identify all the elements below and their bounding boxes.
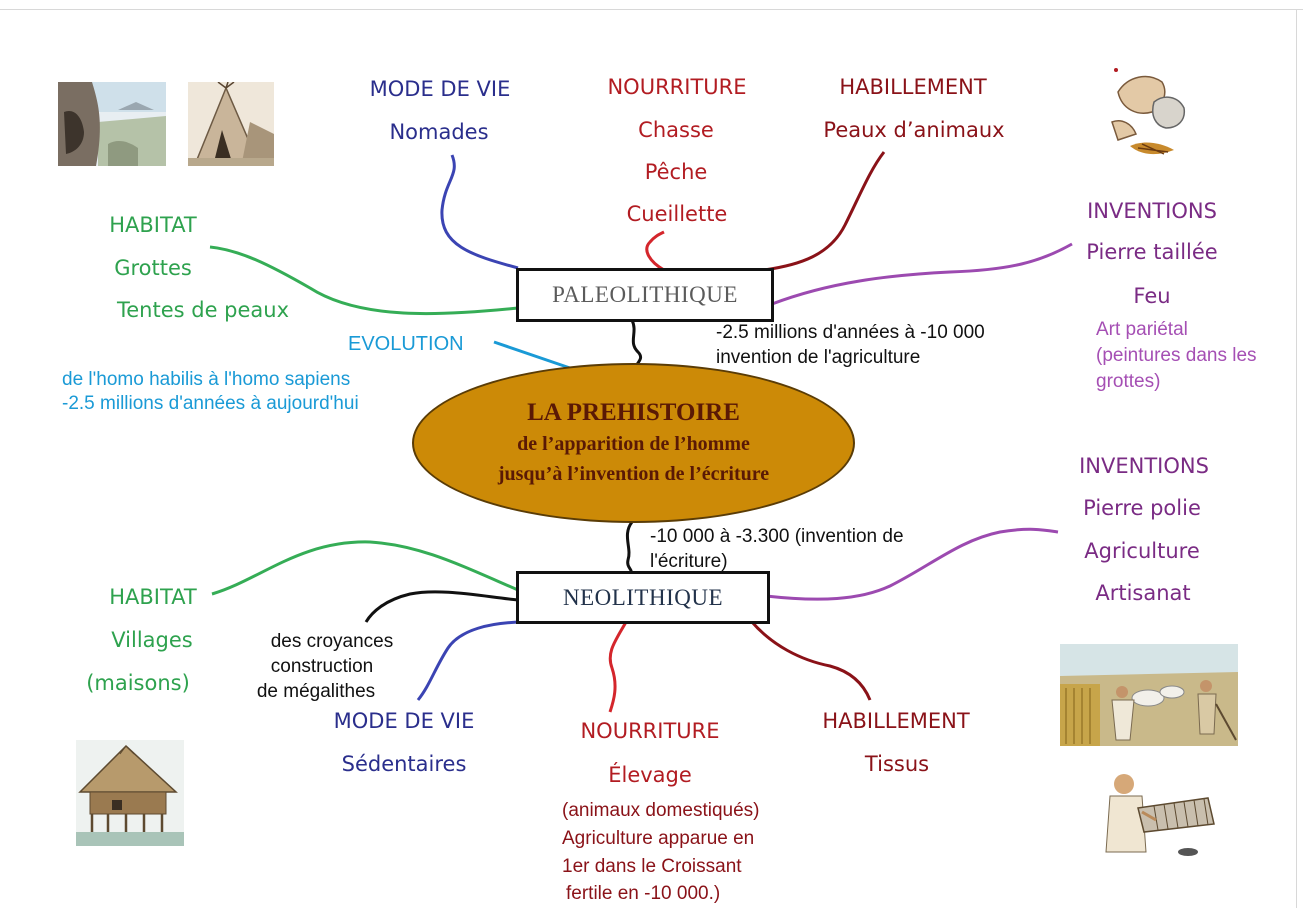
- palaeo-habitat-title: HABITAT: [109, 213, 197, 237]
- weaving-illustration: [1098, 762, 1220, 862]
- palaeo-art-line1: Art pariétal: [1096, 319, 1188, 340]
- palaeo-habitat-item: Grottes: [114, 256, 192, 280]
- palaeo-mode-de-vie-title: MODE DE VIE: [369, 77, 511, 101]
- frame-top-border: [0, 9, 1303, 10]
- neo-inventions-item: Agriculture: [1084, 539, 1200, 563]
- connector-palaeo-inventions: [771, 242, 1073, 306]
- connector-palaeo-mode-de-vie: [440, 154, 519, 270]
- connector-neo-nourriture: [608, 621, 628, 713]
- palaeo-art-line2: (peintures dans les: [1096, 345, 1257, 366]
- neo-mode-de-vie-item: Sédentaires: [341, 752, 467, 776]
- neo-habitat-item: (maisons): [86, 671, 190, 695]
- neo-dates-line1: -10 000 à -3.300 (invention de: [650, 526, 904, 547]
- connector-palaeo-habillement: [763, 151, 886, 272]
- connector-neo-inventions: [765, 527, 1059, 601]
- connector-neo-mode-de-vie: [416, 620, 527, 701]
- palaeo-nourriture-title: NOURRITURE: [607, 75, 747, 99]
- evolution-title: EVOLUTION: [348, 333, 464, 355]
- palaeo-nourriture-item: Cueillette: [626, 202, 728, 226]
- neo-croyances-line: de mégalithes: [256, 681, 376, 702]
- cave-illustration: [58, 82, 166, 166]
- evolution-line1: de l'homo habilis à l'homo sapiens: [62, 369, 351, 390]
- neolithique-box: NEOLITHIQUE: [516, 571, 770, 624]
- connector-center-neo: [625, 521, 634, 575]
- palaeo-habitat-item: Tentes de peaux: [116, 298, 290, 322]
- connector-evolution: [493, 340, 571, 370]
- connector-palaeo-nourriture: [645, 230, 665, 272]
- connector-neo-habillement: [750, 621, 872, 701]
- frame-right-border: [1296, 9, 1297, 908]
- neo-habillement-item: Tissus: [864, 752, 930, 776]
- neolithique-label: NEOLITHIQUE: [562, 584, 724, 610]
- palaeo-inventions-title: INVENTIONS: [1087, 199, 1217, 223]
- paleolithique-label: PALEOLITHIQUE: [552, 282, 738, 307]
- neo-habillement-title: HABILLEMENT: [822, 709, 970, 733]
- center-line2: jusqu’à l’invention de l’écriture: [497, 463, 770, 485]
- neo-croyances-line: construction: [270, 656, 374, 677]
- neo-habitat-title: HABITAT: [109, 585, 197, 609]
- palaeo-inventions-item: Feu: [1133, 284, 1171, 308]
- palaeo-nourriture-item: Chasse: [638, 118, 714, 142]
- palaeo-dates-line1: -2.5 millions d'années à -10 000: [716, 322, 985, 343]
- flint-knapping-illustration: [1108, 62, 1194, 166]
- neo-nourriture-note: (animaux domestiqués): [562, 800, 760, 821]
- neo-habitat-item: Villages: [111, 628, 193, 652]
- neo-dates-line2: l'écriture): [650, 551, 728, 572]
- neo-croyances-line: des croyances: [270, 631, 394, 652]
- paleolithique-box: PALEOLITHIQUE: [516, 268, 774, 322]
- palaeo-art-line3: grottes): [1096, 371, 1161, 392]
- palaeo-nourriture-item: Pêche: [644, 160, 708, 184]
- palaeo-mode-de-vie-item: Nomades: [389, 120, 489, 144]
- neo-inventions-item: Artisanat: [1095, 581, 1191, 605]
- neo-inventions-title: INVENTIONS: [1079, 454, 1209, 478]
- neo-nourriture-note: fertile en -10 000.): [566, 883, 721, 904]
- neo-nourriture-note: 1er dans le Croissant: [562, 856, 742, 877]
- neo-inventions-item: Pierre polie: [1083, 496, 1201, 520]
- neo-nourriture-title: NOURRITURE: [580, 719, 720, 743]
- farming-illustration: [1060, 644, 1238, 746]
- tent-illustration: [188, 82, 274, 166]
- palaeo-habillement-item: Peaux d’animaux: [823, 118, 1005, 142]
- connector-palaeo-habitat: [209, 245, 519, 316]
- evolution-line2: -2.5 millions d'années à aujourd'hui: [62, 393, 359, 414]
- center-line1: de l’apparition de l’homme: [517, 433, 750, 455]
- neo-nourriture-item: Élevage: [608, 763, 692, 787]
- connector-neo-habitat: [211, 540, 519, 596]
- center-title: LA PREHISTOIRE: [527, 399, 740, 426]
- neo-mode-de-vie-title: MODE DE VIE: [333, 709, 475, 733]
- stilt-house-illustration: [76, 740, 184, 846]
- palaeo-inventions-item: Pierre taillée: [1086, 240, 1218, 264]
- connector-palaeo-center: [630, 319, 643, 367]
- connector-neo-croyances: [364, 590, 519, 623]
- center-topic-ellipse: LA PREHISTOIRE de l’apparition de l’homm…: [412, 363, 855, 523]
- palaeo-dates-line2: invention de l'agriculture: [716, 347, 921, 368]
- neo-nourriture-note: Agriculture apparue en: [562, 828, 755, 849]
- palaeo-habillement-title: HABILLEMENT: [839, 75, 987, 99]
